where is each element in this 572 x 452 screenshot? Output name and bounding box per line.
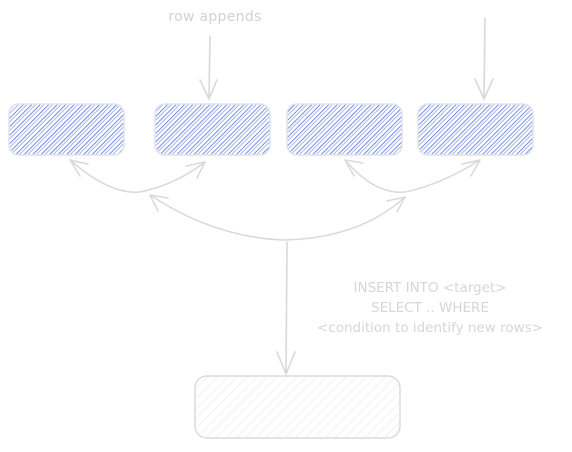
bracket-right (344, 159, 481, 193)
row-appends-label: row appends (168, 9, 262, 25)
data-block-1 (8, 103, 125, 156)
arrow-row-appends (199, 35, 218, 101)
data-block-4 (417, 103, 534, 156)
data-block-2 (154, 103, 271, 156)
bracket-left (69, 159, 206, 193)
target-box (194, 375, 401, 439)
sql-line-1: INSERT INTO <target> (353, 280, 507, 296)
sql-annotation: INSERT INTO <target> SELECT .. WHERE <co… (300, 278, 560, 338)
arrow-incoming-right (474, 17, 494, 101)
sql-line-3: <condition to identify new rows> (317, 320, 543, 336)
bracket-outer (149, 194, 406, 241)
arrow-to-target (276, 241, 296, 377)
sql-line-2: SELECT .. WHERE (371, 300, 489, 316)
data-block-3 (286, 103, 403, 156)
